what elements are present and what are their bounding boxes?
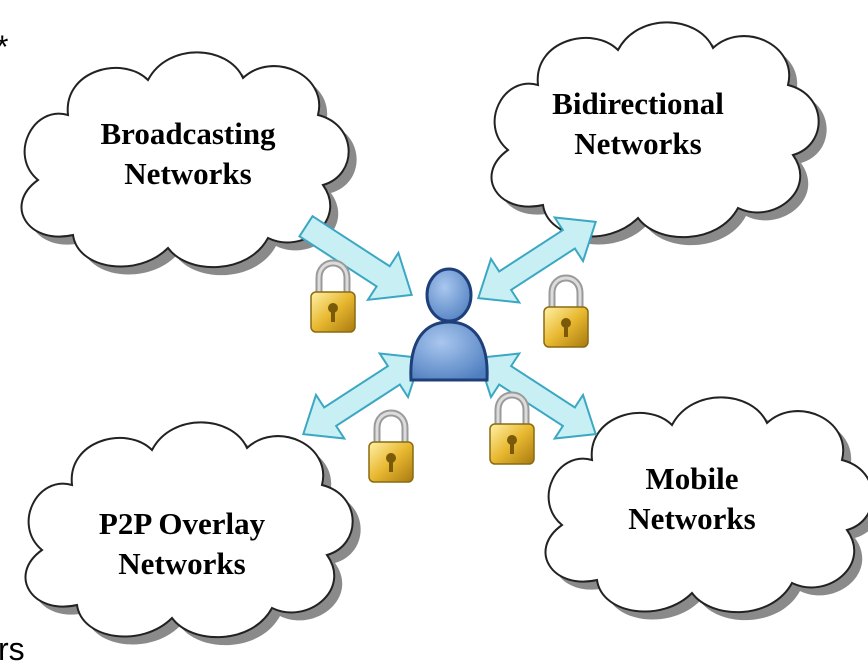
cloud-bidirectional-line2: Networks <box>574 126 701 161</box>
cloud-bidirectional-line1: Bidirectional <box>552 86 724 121</box>
cloud-bidirectional: Bidirectional Networks <box>490 21 827 246</box>
cloud-mobile-line2: Networks <box>628 501 755 536</box>
padlock-icon <box>544 278 588 347</box>
cloud-mobile: Mobile Networks <box>544 396 868 621</box>
user-icon <box>409 267 489 382</box>
cloud-mobile-line1: Mobile <box>646 461 739 496</box>
cloud-p2p-overlay: P2P Overlay Networks <box>24 421 361 646</box>
cloud-p2p-line1: P2P Overlay <box>99 506 266 541</box>
fragment-asterisk: * <box>0 29 8 65</box>
cloud-broadcasting-line1: Broadcasting <box>100 116 276 151</box>
cloud-broadcasting: Broadcasting Networks <box>20 51 357 276</box>
cloud-broadcasting-line2: Networks <box>124 156 251 191</box>
fragment-rs: rs <box>0 631 25 664</box>
padlock-icon <box>369 413 413 482</box>
padlock-icon <box>490 395 534 464</box>
cloud-p2p-line2: Networks <box>118 546 245 581</box>
padlock-icon <box>311 263 355 332</box>
